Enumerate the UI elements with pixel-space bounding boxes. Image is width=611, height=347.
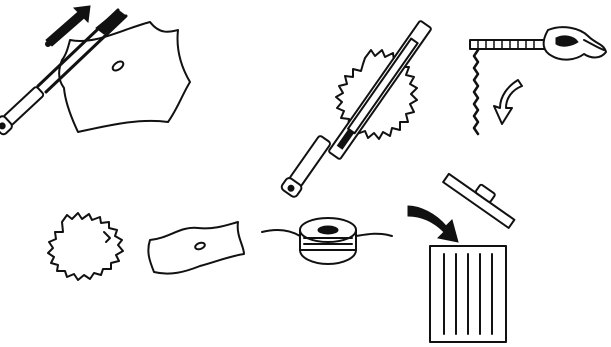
file-on-cutting-plate-icon: [0, 6, 190, 136]
blade-edge: [474, 50, 478, 134]
discard-worn-blades-icon: [48, 166, 520, 342]
file-on-saw-blade-icon: [280, 20, 431, 198]
toss-arrow: [408, 206, 458, 242]
rotation-arrow: [494, 80, 522, 124]
trimmer-head: [262, 218, 392, 264]
cutting-plate-blade: [59, 22, 190, 132]
trash-bin: [430, 166, 520, 342]
worn-saw-blade: [48, 213, 123, 280]
gauge-and-saw-teeth-icon: [470, 27, 606, 134]
